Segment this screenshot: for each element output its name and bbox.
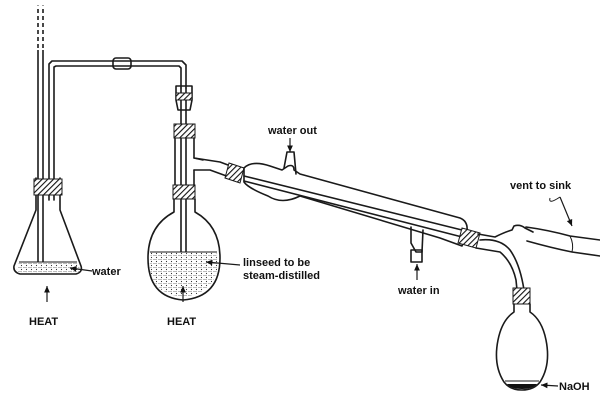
water-in-label: water in [397,285,440,297]
water-arrow [69,266,93,272]
water-label: water [91,266,121,278]
vent-label: vent to sink [510,180,572,192]
heat-left-label: HEAT [29,316,58,328]
pear-shaped-receiver-flask [495,287,549,391]
naoh-label: NaOH [559,381,590,393]
linseed-label-line2: steam-distilled [243,270,320,282]
steam-generator-flask [13,5,187,275]
linseed-label-line1: linseed to be [243,257,310,269]
distillation-flask [147,85,221,301]
vent-arrow [559,196,573,227]
heat-middle-label: HEAT [167,316,196,328]
naoh-arrow [540,382,559,389]
receiver-adapter [475,224,600,291]
water-out-label: water out [267,125,317,137]
condenser [193,151,481,263]
linseed-arrow [205,259,241,266]
